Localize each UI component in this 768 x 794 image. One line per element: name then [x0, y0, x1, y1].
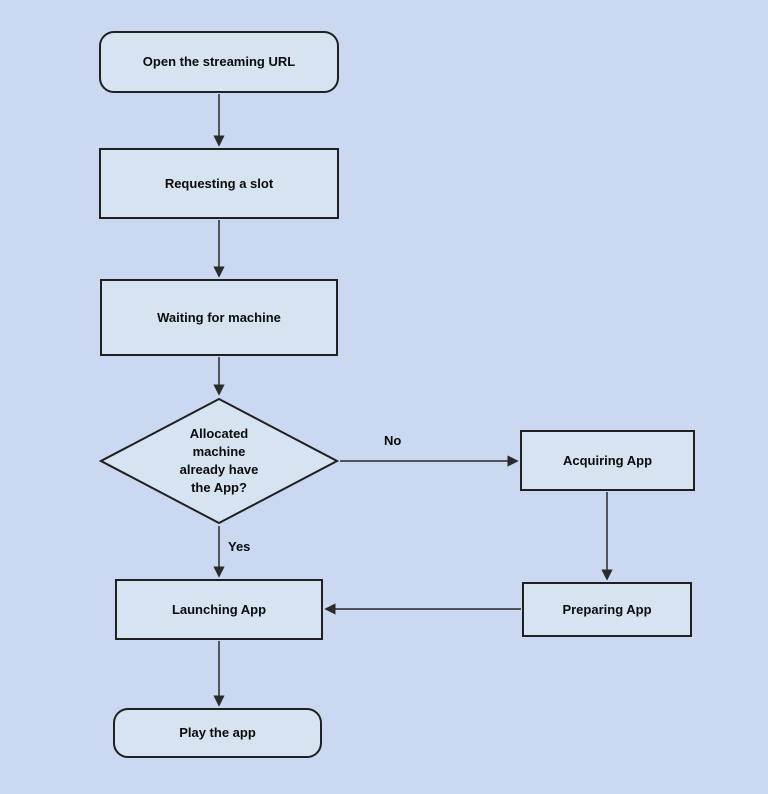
node-label: Preparing App [562, 601, 652, 617]
edge-label-no: No [384, 433, 402, 448]
node-label: Play the app [179, 725, 256, 741]
node-label: Waiting for machine [157, 309, 281, 325]
node-open-streaming-url: Open the streaming URL [99, 31, 339, 93]
diamond-shape [99, 397, 339, 525]
node-decision-app-allocated: Allocated machine already have the App? [99, 397, 339, 525]
edge-label-yes: Yes [228, 539, 251, 554]
node-play-the-app: Play the app [113, 708, 322, 758]
node-waiting-for-machine: Waiting for machine [100, 279, 338, 356]
node-preparing-app: Preparing App [522, 582, 692, 637]
node-label: Acquiring App [562, 452, 653, 468]
node-label: Requesting a slot [164, 175, 274, 191]
node-requesting-slot: Requesting a slot [99, 148, 339, 219]
node-label: Allocated machine already have the App? [179, 425, 259, 496]
node-label: Launching App [171, 601, 267, 617]
node-acquiring-app: Acquiring App [520, 430, 695, 491]
node-launching-app: Launching App [115, 579, 323, 640]
node-label: Open the streaming URL [142, 54, 296, 70]
